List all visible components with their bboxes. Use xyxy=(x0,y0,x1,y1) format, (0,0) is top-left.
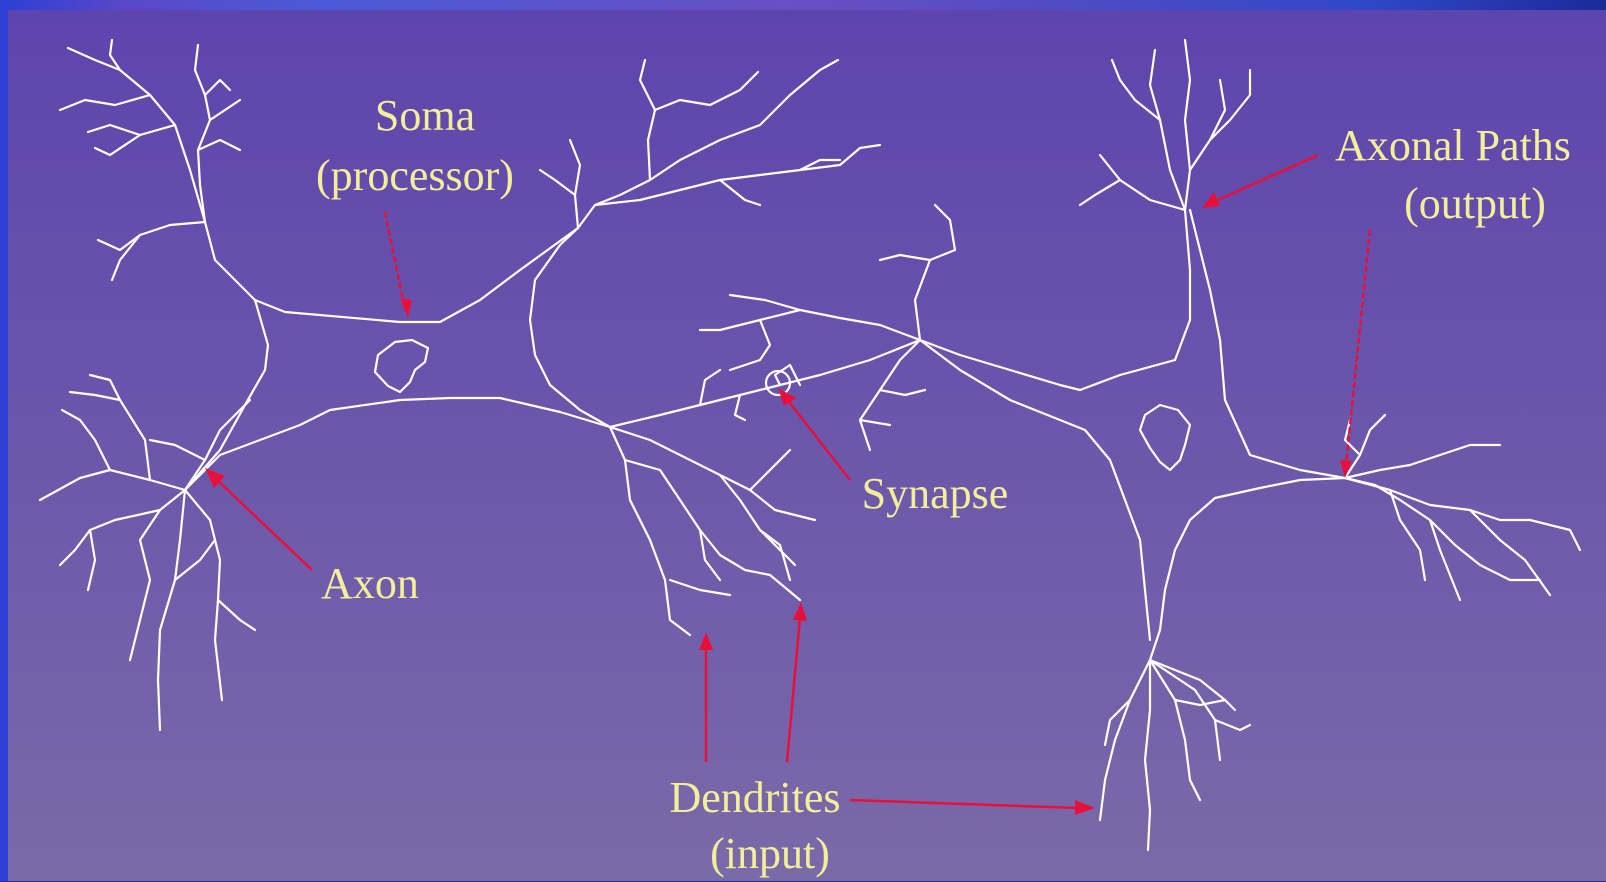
axonal-arrow-head xyxy=(1202,192,1220,208)
axonal-paths-sub-label: (output) xyxy=(1395,176,1555,232)
axon-arrow-line xyxy=(215,478,312,570)
dendrites-label: Dendrites xyxy=(655,770,855,826)
middle-neuron xyxy=(530,205,955,635)
axon-label: Axon xyxy=(310,556,430,612)
soma-sub-label: (processor) xyxy=(300,148,530,204)
soma-arrow-head xyxy=(400,298,412,318)
axonal-paths-label: Axonal Paths xyxy=(1318,118,1588,174)
annotation-arrows xyxy=(205,155,1370,815)
synapse-label: Synapse xyxy=(850,466,1020,522)
dendrites-sub-label: (input) xyxy=(700,826,840,882)
dendrite-arrow-line-3 xyxy=(850,800,1078,808)
dendrite-arrow-head-2 xyxy=(793,602,807,621)
axonal-arrow-line xyxy=(1218,155,1318,200)
soma-label: Soma xyxy=(360,88,490,144)
dendrite-arrow-line-2 xyxy=(787,618,800,762)
synapse-arrow-line xyxy=(786,398,850,480)
soma-arrow-line xyxy=(385,212,405,310)
dendrite-arrow-head-3 xyxy=(1075,800,1095,815)
output-arrow-line xyxy=(1346,230,1370,465)
dendrite-arrow-head-1 xyxy=(699,632,713,650)
